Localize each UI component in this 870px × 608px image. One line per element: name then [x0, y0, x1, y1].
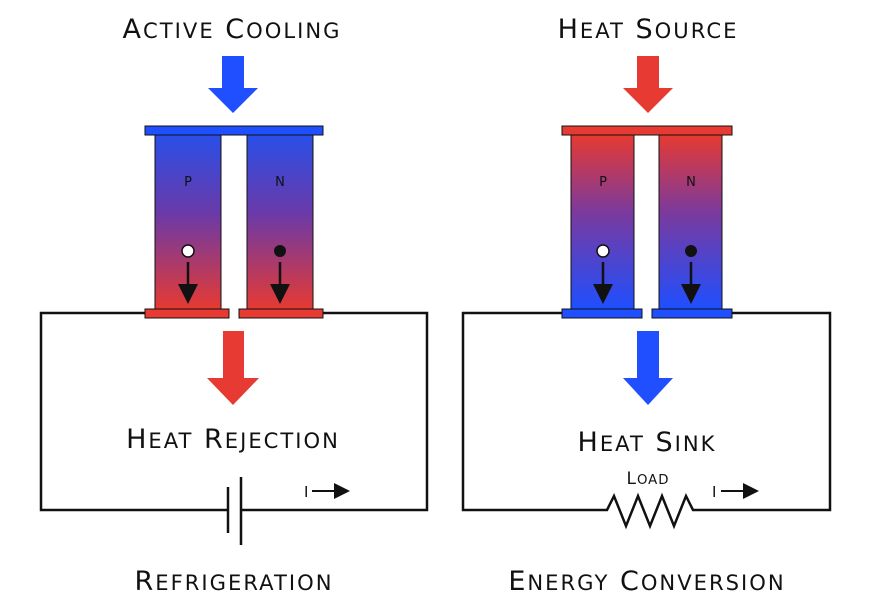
n-label: N	[275, 175, 285, 190]
cooling-arrow	[208, 56, 258, 113]
rejection-arrow	[207, 331, 259, 405]
load-label: LOAD	[626, 469, 669, 489]
n-label: N	[686, 175, 696, 190]
current-label: I	[712, 483, 716, 501]
hole-carrier	[181, 244, 195, 258]
energy-conversion-caption: ENERGY CONVERSION	[508, 566, 785, 597]
active-cooling-label: ACTIVE COOLING	[123, 14, 342, 45]
heat-source-arrow	[623, 56, 673, 113]
p-label: P	[184, 175, 192, 190]
hot-plate-right	[238, 308, 324, 319]
heat-source-label: HEAT SOURCE	[558, 14, 739, 45]
hot-plate-left	[144, 308, 230, 319]
cold-plate-left	[561, 308, 643, 319]
energy-conversion-panel: HEAT SOURCE P N LOAD HEAT SINK I ENERGY …	[461, 14, 832, 597]
electron-carrier	[274, 245, 286, 257]
refrigeration-caption: REFRIGERATION	[135, 566, 334, 597]
heat-sink-label: HEAT SINK	[578, 427, 717, 458]
heat-sink-arrow	[623, 331, 673, 405]
cold-plate-right	[651, 308, 733, 319]
circuit-wire	[39, 311, 429, 512]
heat-rejection-label: HEAT REJECTION	[126, 424, 340, 455]
current-label: I	[304, 483, 308, 501]
hot-plate	[561, 125, 733, 136]
electron-carrier	[685, 245, 697, 257]
hole-carrier	[596, 244, 610, 258]
p-label: P	[599, 175, 607, 190]
cold-plate	[144, 125, 324, 136]
circuit-wire	[461, 311, 832, 530]
refrigeration-panel: ACTIVE COOLING P N HEAT REJECTION I REFR…	[39, 14, 429, 597]
